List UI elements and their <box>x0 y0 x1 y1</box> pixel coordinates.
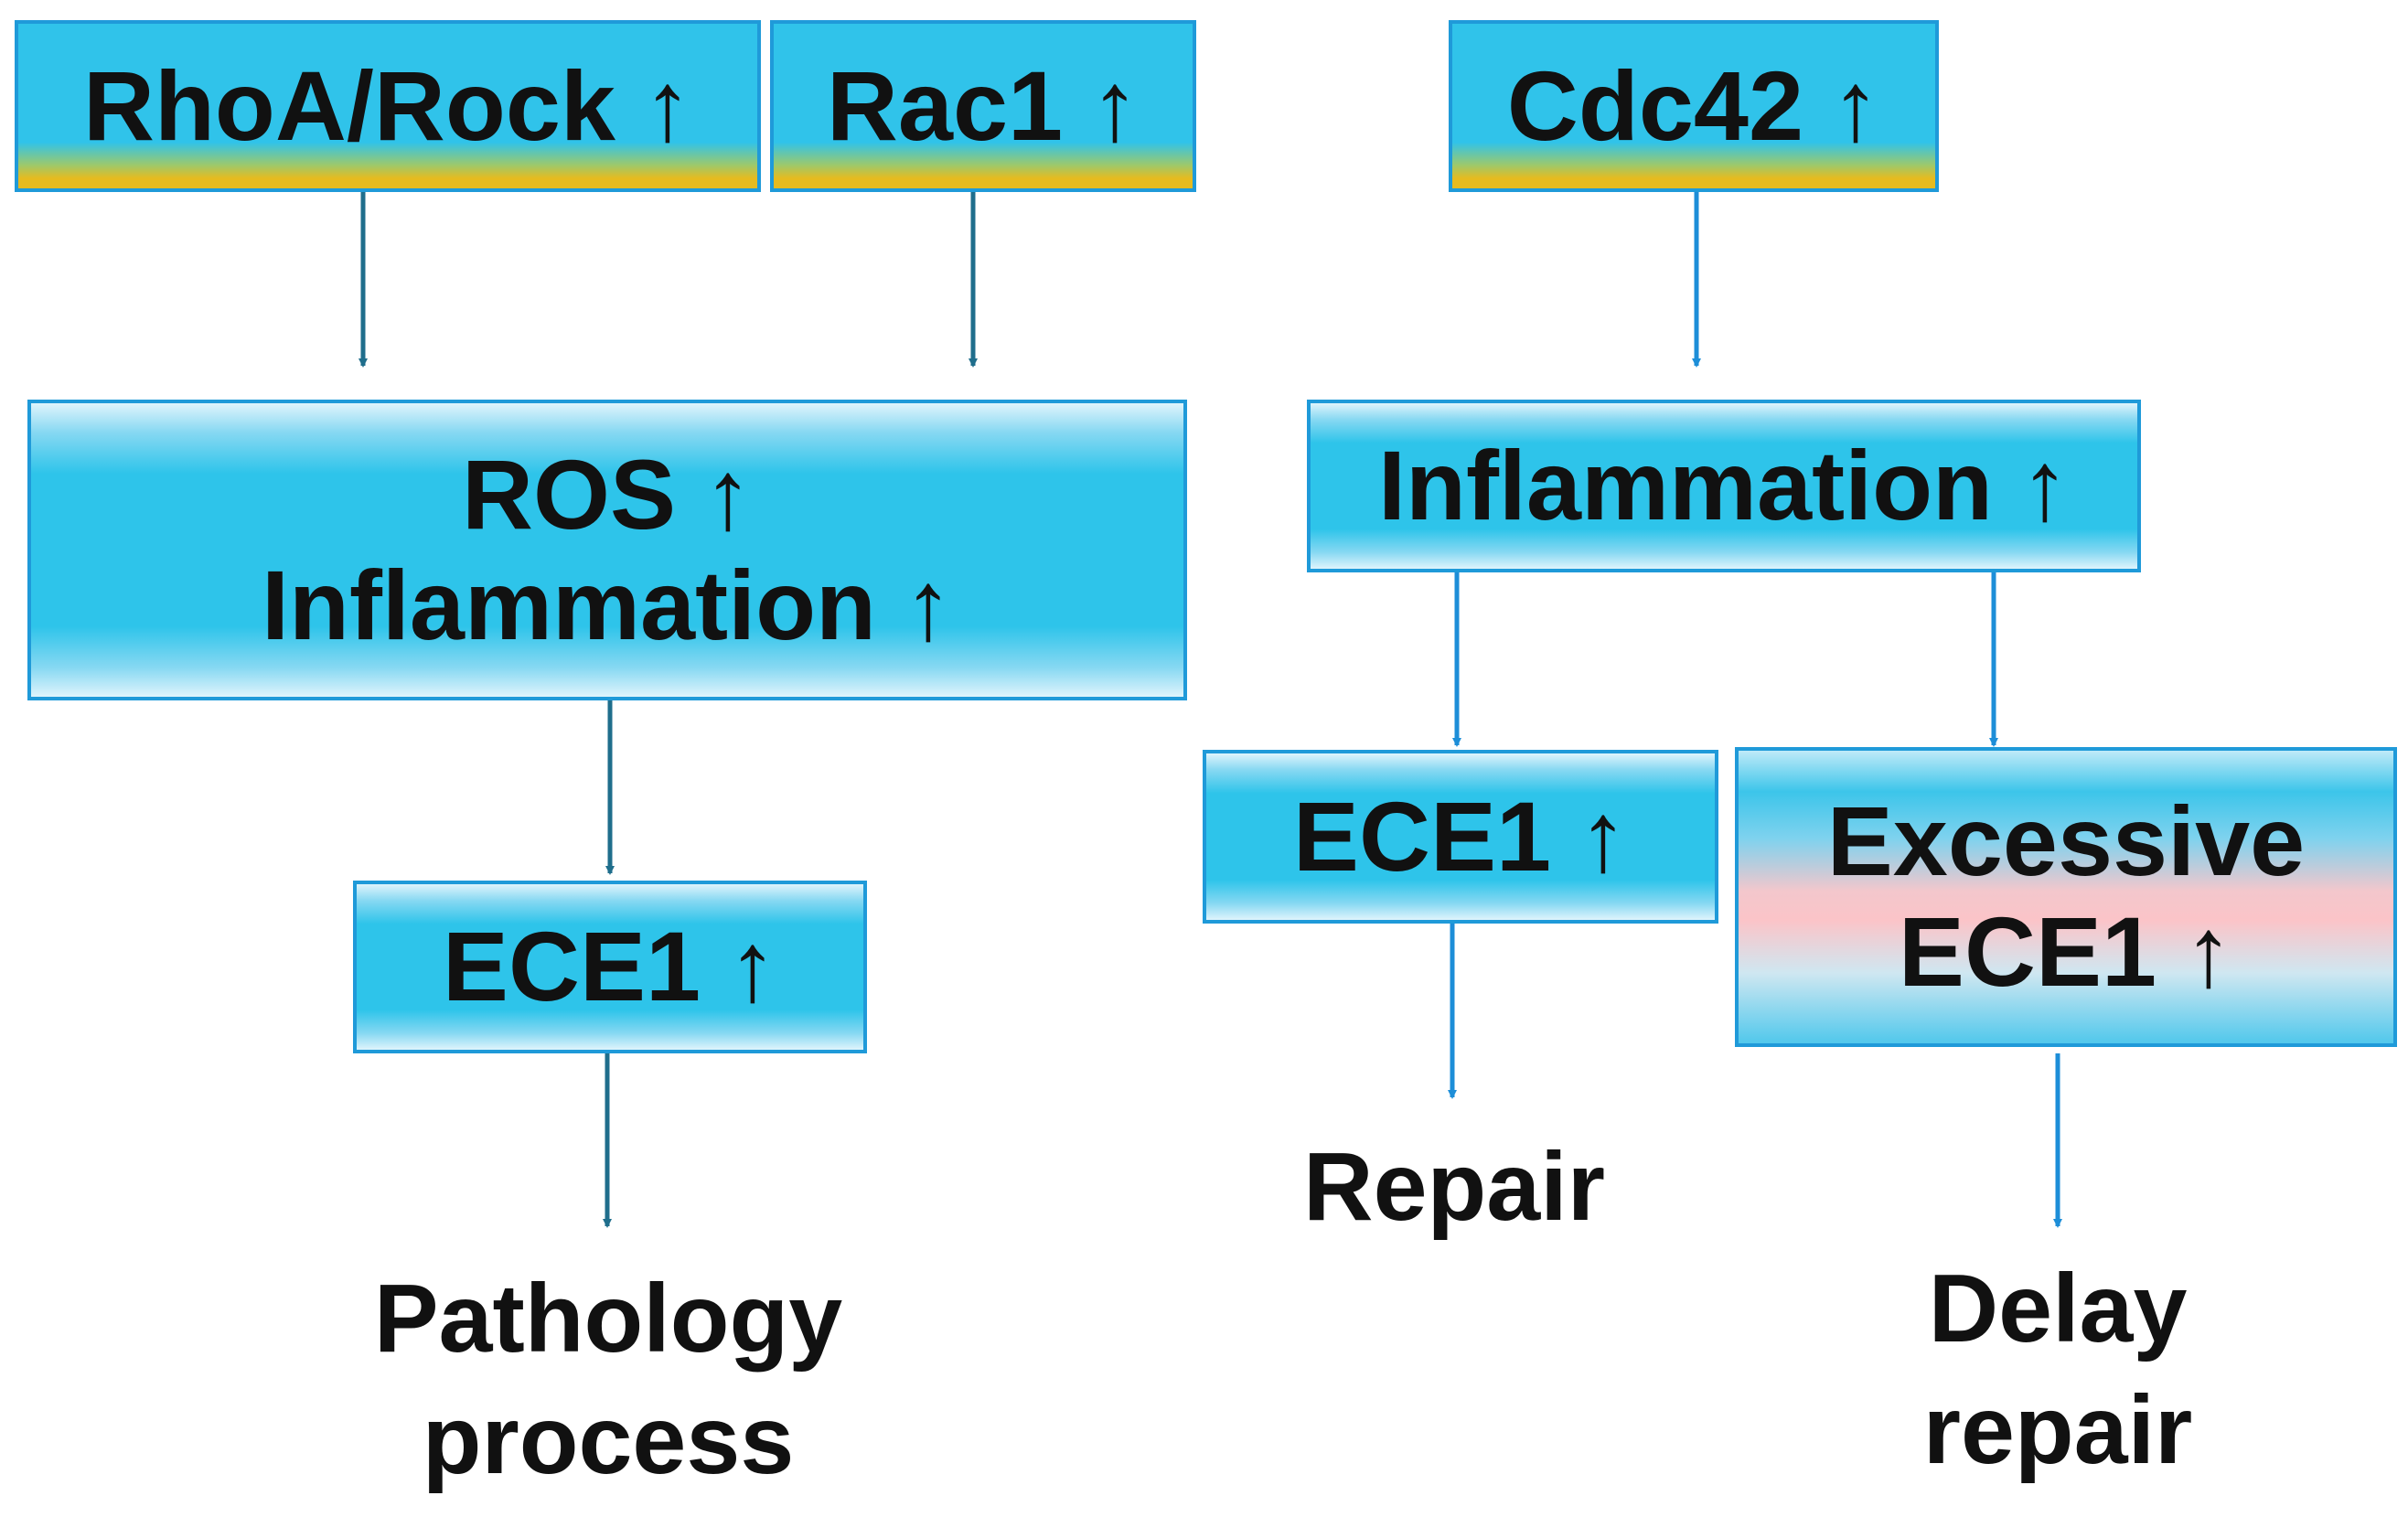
outcome-repair: Repair <box>1216 1127 1692 1248</box>
node-ece1-left: ECE1 ↑ <box>353 881 867 1053</box>
node-ece1-right: ECE1 ↑ <box>1203 750 1718 924</box>
outcome-repair-label: Repair <box>1303 1133 1605 1241</box>
outcome-pathology-line1: Pathology <box>373 1265 843 1373</box>
node-rac1-label: Rac1 ↑ <box>826 49 1140 161</box>
node-ros-inflammation-label: Inflammation ↑ <box>261 549 954 660</box>
node-rhoa-rock-label: RhoA/Rock ↑ <box>82 49 693 161</box>
node-ros-inflammation: ROS ↑ Inflammation ↑ <box>27 400 1187 700</box>
outcome-pathology-line2: process <box>422 1385 795 1494</box>
node-cdc42: Cdc42 ↑ <box>1449 20 1939 192</box>
node-ece1-left-label: ECE1 ↑ <box>442 911 778 1022</box>
node-ece1-right-label: ECE1 ↑ <box>1292 780 1629 892</box>
outcome-delay-line2: repair <box>1922 1375 2193 1484</box>
outcome-delay-repair: Delay repair <box>1783 1248 2332 1490</box>
node-excessive-label: Excessive <box>1826 785 2306 897</box>
node-rhoa-rock: RhoA/Rock ↑ <box>15 20 761 192</box>
node-inflammation-right: Inflammation ↑ <box>1307 400 2141 572</box>
node-excessive-ece1-label: ECE1 ↑ <box>1898 896 2234 1007</box>
outcome-pathology-process: Pathology process <box>274 1258 942 1501</box>
node-excessive-ece1: Excessive ECE1 ↑ <box>1735 747 2397 1047</box>
node-rac1: Rac1 ↑ <box>770 20 1196 192</box>
outcome-delay-line1: Delay <box>1928 1255 2188 1362</box>
node-cdc42-label: Cdc42 ↑ <box>1506 49 1881 161</box>
node-inflammation-right-label: Inflammation ↑ <box>1377 430 2071 541</box>
node-ros-label: ROS ↑ <box>461 438 754 550</box>
